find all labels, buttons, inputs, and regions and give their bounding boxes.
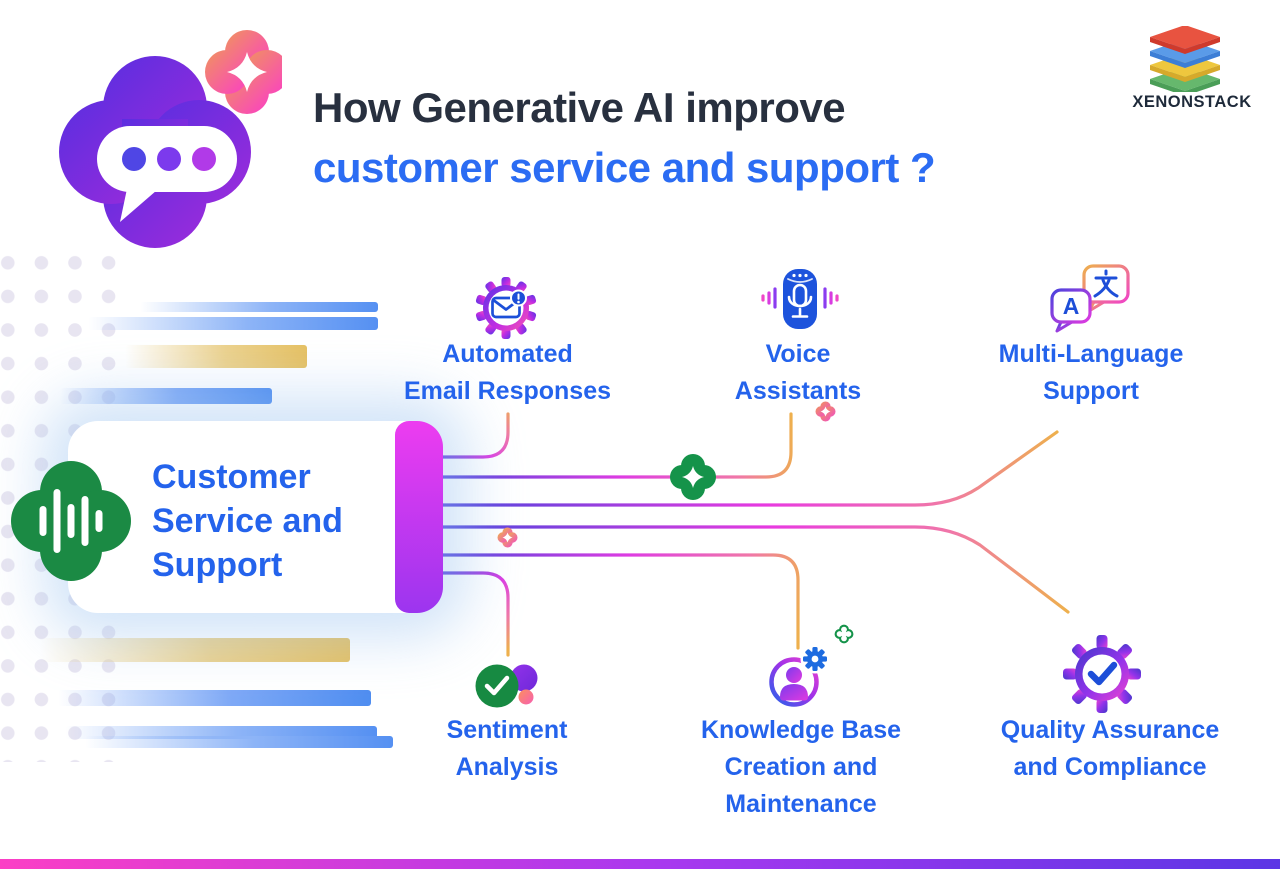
- voice-wave-clover-icon: [11, 461, 131, 581]
- line-to-automated-email: [438, 412, 510, 459]
- translation-bubbles-icon: A: [1050, 264, 1130, 333]
- brand-name: XENONSTACK: [1132, 93, 1252, 111]
- branch-label-multi-language: Multi-Language Support: [998, 340, 1184, 405]
- branch-label-automated-email: Automated Email Responses: [403, 340, 612, 405]
- branch-label-sentiment: Sentiment Analysis: [446, 716, 568, 781]
- decor-bar-gold-1: [125, 345, 307, 368]
- smart-speaker-mic-icon: [761, 269, 839, 329]
- chat-bubble-clover-icon: [59, 30, 282, 248]
- svg-text:A: A: [1063, 293, 1080, 319]
- gear-check-icon: [1063, 635, 1141, 713]
- pink-sparkle-icon: [205, 30, 282, 114]
- decor-bar-blue-2: [88, 317, 378, 330]
- decor-bar-blue-5: [65, 726, 377, 739]
- decor-bar-blue-6: [85, 736, 393, 748]
- brand-stacked-layers-icon: [1150, 26, 1220, 92]
- center-node-label: Customer Service and Support: [152, 455, 343, 587]
- line-to-multi-language: [438, 430, 1059, 507]
- person-gear-icon: [769, 644, 830, 707]
- branch-label-voice-assistants: Voice Assistants: [734, 340, 862, 405]
- page-title-line2: customer service and support ?: [313, 144, 936, 191]
- pink-sparkle-line-icon: [497, 527, 518, 548]
- check-circle-dots-icon: [475, 664, 538, 708]
- page-title-line1: How Generative AI improve: [313, 84, 846, 131]
- gear-email-icon: [475, 277, 537, 339]
- line-to-quality-assurance: [438, 525, 1070, 614]
- center-node-line2: Service and: [152, 502, 343, 540]
- bubble-tail: [120, 184, 164, 222]
- line-to-sentiment-analysis: [438, 571, 510, 657]
- center-node-line1: Customer: [152, 458, 311, 496]
- decor-bar-gold-2: [40, 638, 350, 662]
- green-clover-outline-icon: [834, 624, 854, 644]
- page-title: How Generative AI improve customer servi…: [313, 78, 1073, 198]
- decor-bar-blue-3: [60, 388, 272, 404]
- footer-gradient-bar: [0, 859, 1280, 869]
- cjk-character-glyph: [1093, 269, 1119, 298]
- pink-sparkle-voice-icon: [815, 401, 836, 422]
- center-node-line3: Support: [152, 546, 283, 584]
- line-to-knowledge-base: [438, 553, 800, 650]
- branch-label-knowledge-base: Knowledge Base Creation and Maintenance: [700, 716, 902, 818]
- decor-bar-blue-1: [140, 302, 378, 312]
- center-node-accent-bar: [395, 421, 443, 613]
- green-clover-sparkle-icon: [670, 454, 716, 500]
- small-gear-icon: [803, 647, 827, 671]
- branch-label-quality-assurance: Quality Assurance and Compliance: [1000, 716, 1220, 781]
- decor-bar-blue-4: [58, 690, 371, 706]
- line-to-voice-assistants: [438, 412, 793, 479]
